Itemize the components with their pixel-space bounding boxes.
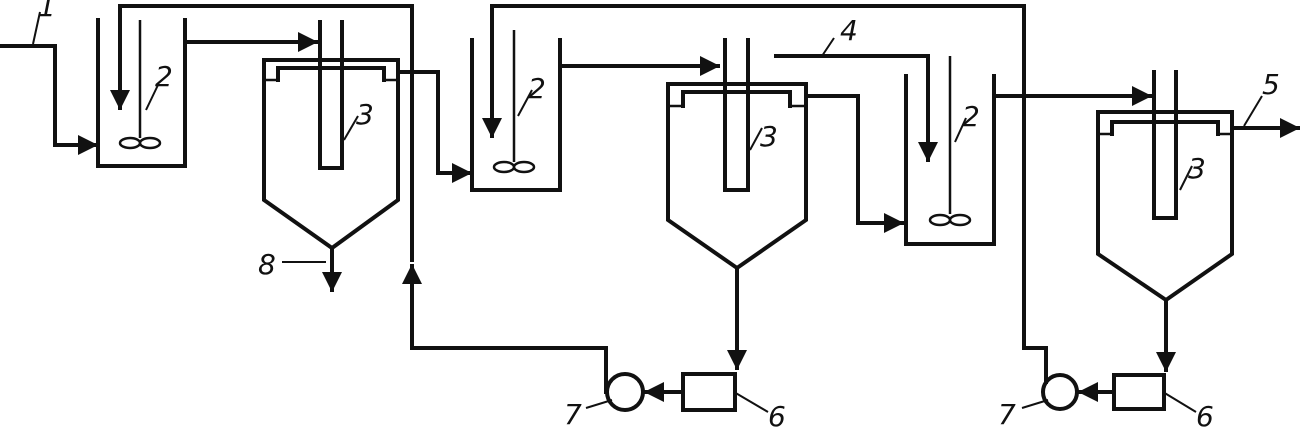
callouts bbox=[32, 11, 1263, 413]
label-central-pipe-1: 3 bbox=[356, 98, 374, 131]
pump-icon bbox=[605, 372, 645, 412]
inlet-line bbox=[0, 44, 98, 155]
label-mixer-2: 2 bbox=[528, 72, 546, 105]
recycle-line-1 bbox=[110, 4, 422, 350]
stirrer-icon bbox=[492, 160, 536, 174]
label-outlet: 5 bbox=[1262, 68, 1280, 101]
pump-1 bbox=[410, 346, 685, 412]
label-sludge-tank-2: 6 bbox=[1196, 400, 1214, 432]
label-central-pipe-3: 3 bbox=[1188, 152, 1206, 185]
pump-icon bbox=[1041, 373, 1079, 411]
label-inlet: 1 bbox=[38, 0, 56, 23]
transfer-line-4 bbox=[804, 94, 904, 233]
label-mixer-3: 2 bbox=[962, 100, 980, 133]
reagent-line bbox=[774, 54, 938, 162]
clarifier-2 bbox=[666, 38, 808, 370]
mixer-tank-1 bbox=[96, 18, 187, 168]
sludge-collector-1 bbox=[681, 372, 737, 412]
label-mixer-1: 2 bbox=[155, 60, 173, 93]
mixer-tank-2 bbox=[470, 30, 562, 192]
pump-2 bbox=[1022, 273, 1116, 411]
label-central-pipe-2: 3 bbox=[760, 120, 778, 153]
recycle-line-2 bbox=[482, 4, 1026, 277]
stirrer-icon bbox=[928, 213, 972, 227]
stirrer-icon bbox=[118, 136, 162, 150]
label-sludge-out: 8 bbox=[258, 248, 276, 281]
transfer-line-2 bbox=[396, 70, 472, 183]
sludge-collector-2 bbox=[1112, 373, 1166, 411]
label-reagent: 4 bbox=[840, 14, 858, 47]
clarifier-1 bbox=[262, 20, 400, 292]
mixer-tank-3 bbox=[904, 56, 996, 246]
label-pump-1: 7 bbox=[564, 398, 582, 431]
label-pump-2: 7 bbox=[998, 398, 1016, 431]
labels: 1 2 3 2 3 4 2 3 5 8 7 6 7 6 bbox=[38, 0, 1280, 432]
label-sludge-tank-1: 6 bbox=[768, 400, 786, 432]
clarifier-3 bbox=[1096, 70, 1234, 372]
